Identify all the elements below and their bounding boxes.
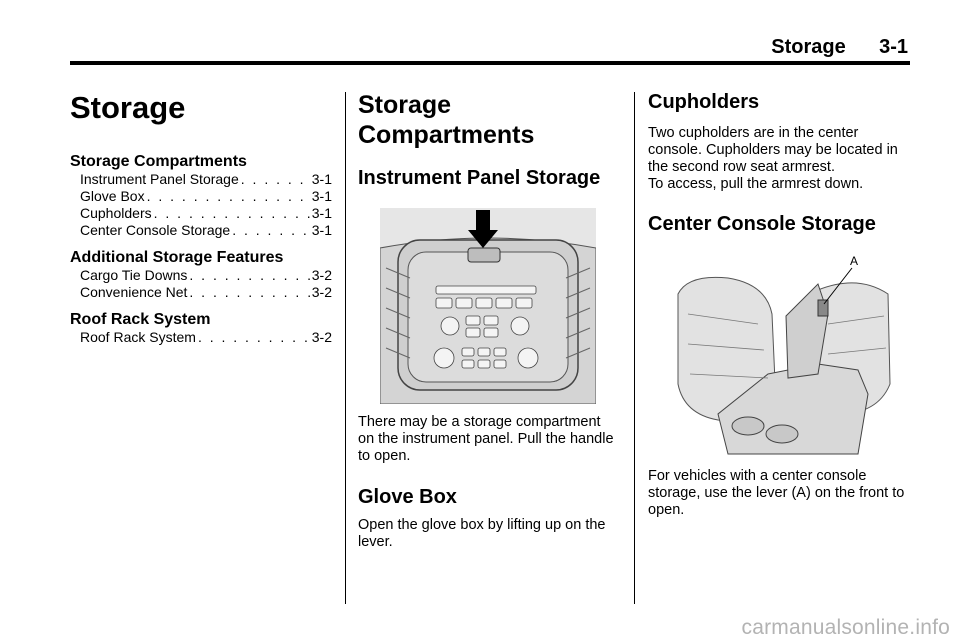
- section-title-line-2: Compartments: [358, 121, 535, 149]
- toc-entry-label: Glove Box: [80, 188, 145, 204]
- cupholders-access-text: To access, pull the armrest down.: [648, 176, 864, 192]
- column-divider-1: [345, 92, 346, 604]
- running-header: Storage 3-1: [771, 36, 908, 59]
- toc-section-heading[interactable]: Roof Rack System: [70, 311, 211, 328]
- center-console-illustration: A: [668, 254, 896, 458]
- section-title-line-1: Storage: [358, 91, 452, 119]
- instrument-panel-text: There may be a storage compartment on th…: [358, 414, 614, 464]
- toc-dot-leader: [154, 205, 310, 222]
- instrument-panel-drawing: [380, 208, 596, 404]
- toc-entry[interactable]: Instrument Panel Storage 3-1: [70, 171, 332, 188]
- toc-entry[interactable]: Roof Rack System 3-2: [70, 329, 332, 346]
- toc-entry-label: Convenience Net: [80, 284, 188, 300]
- toc-title: Storage: [70, 90, 186, 125]
- toc-entry[interactable]: Cupholders 3-1: [70, 205, 332, 222]
- column-divider-2: [634, 92, 635, 604]
- toc-entry-page: 3-1: [311, 205, 332, 221]
- toc-dot-leader: [189, 284, 309, 301]
- toc-dot-leader: [147, 188, 310, 205]
- toc-entry-label: Roof Rack System: [80, 329, 196, 345]
- toc-section-heading[interactable]: Storage Compartments: [70, 153, 247, 170]
- glove-box-heading: Glove Box: [358, 486, 457, 508]
- toc-section-heading[interactable]: Additional Storage Features: [70, 249, 284, 266]
- toc-entry-page: 3-1: [311, 222, 332, 238]
- header-rule: [70, 61, 910, 65]
- center-console-text: For vehicles with a center console stora…: [648, 468, 905, 518]
- toc-entry-page: 3-2: [311, 267, 332, 283]
- instrument-panel-illustration: [380, 208, 596, 404]
- content-column-3: Cupholders Two cupholders are in the cen…: [648, 90, 910, 519]
- toc-entry-label: Center Console Storage: [80, 222, 231, 238]
- toc-entry-page: 3-2: [311, 329, 332, 345]
- instrument-panel-heading: Instrument Panel Storage: [358, 167, 601, 189]
- section-title: Storage Compartments: [358, 90, 620, 150]
- toc-entry[interactable]: Glove Box 3-1: [70, 188, 332, 205]
- toc-entry-page: 3-1: [311, 188, 332, 204]
- center-console-drawing: [668, 254, 896, 458]
- watermark: carmanualsonline.info: [741, 616, 950, 639]
- toc-dot-leader: [189, 267, 309, 284]
- cupholders-heading: Cupholders: [648, 91, 760, 113]
- toc-entry[interactable]: Cargo Tie Downs 3-2: [70, 267, 332, 284]
- cupholders-text: Two cupholders are in the center console…: [648, 125, 898, 175]
- center-console-heading: Center Console Storage: [648, 213, 876, 235]
- toc-dot-leader: [241, 171, 310, 188]
- toc-entry-label: Cupholders: [80, 205, 152, 221]
- callout-label-a: A: [850, 254, 859, 268]
- header-section: Storage: [771, 36, 846, 58]
- toc-entry-label: Cargo Tie Downs: [80, 267, 188, 283]
- toc-entry-page: 3-1: [311, 171, 332, 187]
- toc-entry-page: 3-2: [311, 284, 332, 300]
- glove-box-text: Open the glove box by lifting up on the …: [358, 517, 606, 550]
- toc-dot-leader: [198, 329, 310, 346]
- toc-dot-leader: [232, 222, 310, 239]
- header-page: 3-1: [879, 36, 908, 58]
- toc-entry[interactable]: Center Console Storage 3-1: [70, 222, 332, 239]
- toc-entry[interactable]: Convenience Net 3-2: [70, 284, 332, 301]
- content-column-2: Storage Compartments Instrument Panel St…: [358, 90, 620, 551]
- toc-entry-label: Instrument Panel Storage: [80, 171, 239, 187]
